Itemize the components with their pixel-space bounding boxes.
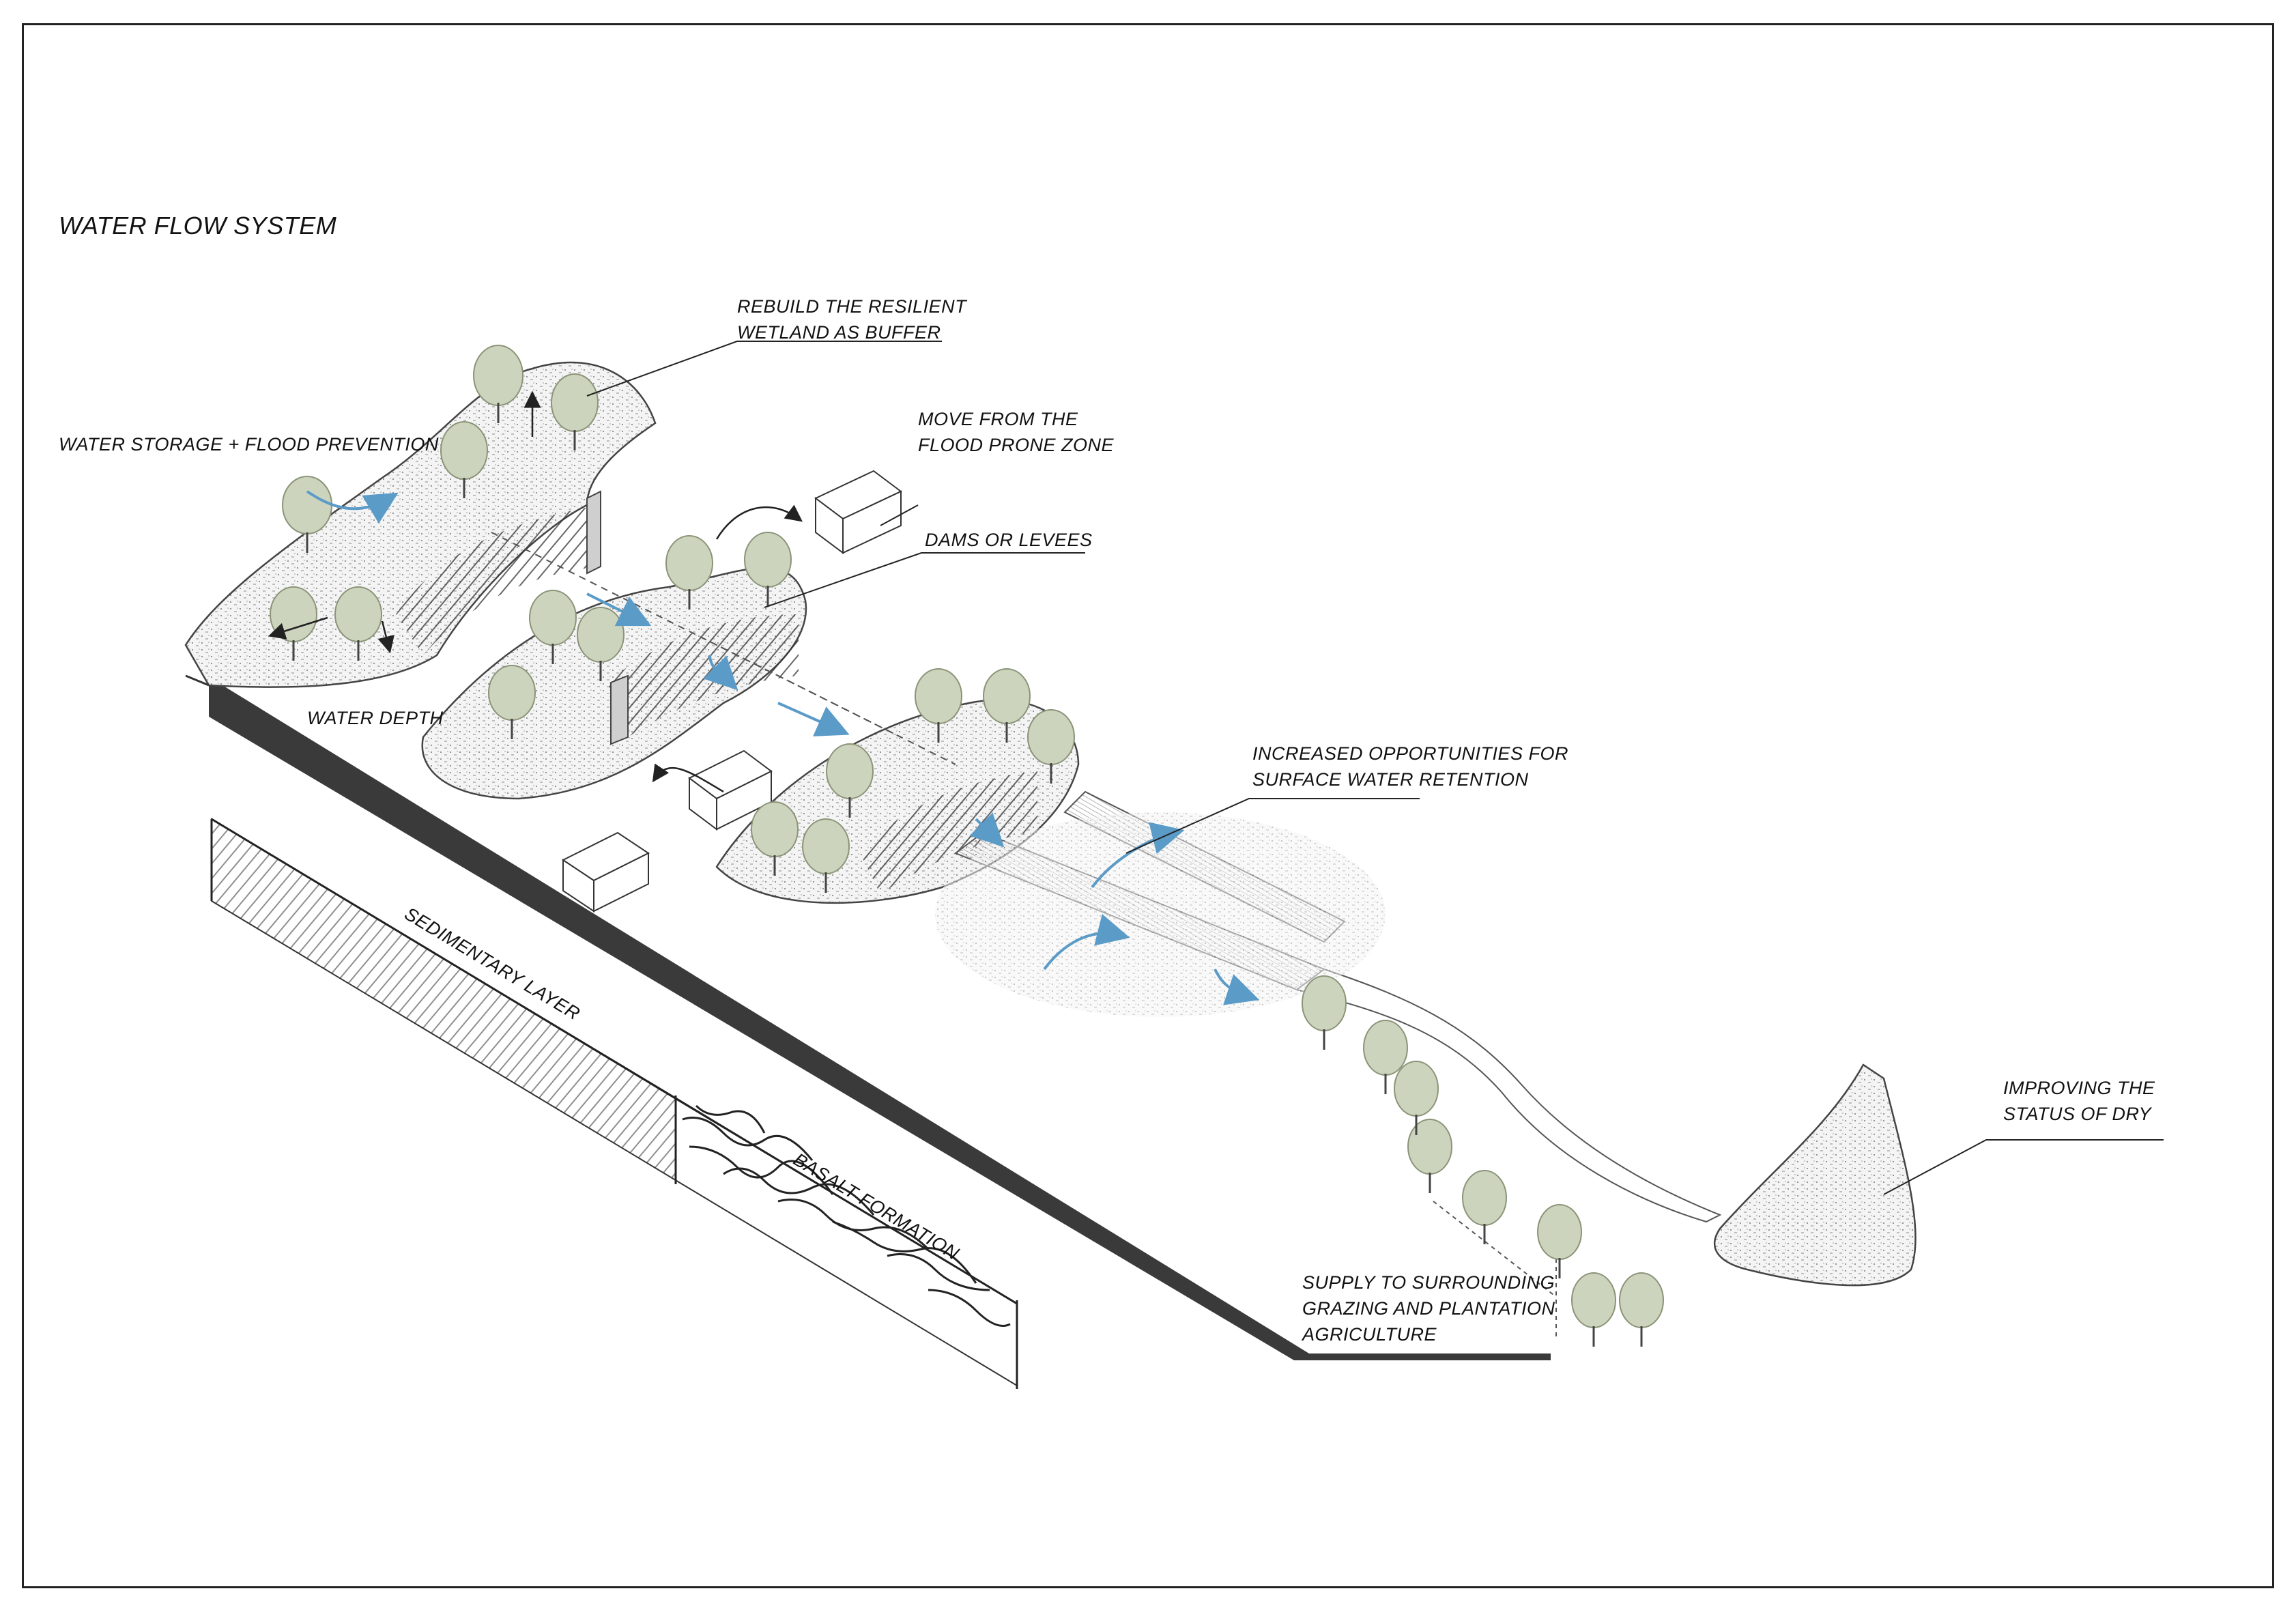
label-line: IMPROVING THE: [2003, 1075, 2155, 1101]
house-upper-right: [816, 471, 901, 553]
label-water-storage: WATER STORAGE + FLOOD PREVENTION: [59, 431, 439, 457]
label-move-flood-zone: MOVE FROM THE FLOOD PRONE ZONE: [918, 406, 1114, 458]
label-line: REBUILD THE RESILIENT: [737, 293, 966, 319]
label-line: MOVE FROM THE: [918, 406, 1114, 432]
label-supply-agriculture: SUPPLY TO SURROUNDING GRAZING AND PLANTA…: [1302, 1270, 1555, 1347]
label-line: AGRICULTURE: [1302, 1321, 1555, 1347]
label-line: SURFACE WATER RETENTION: [1252, 766, 1568, 792]
label-rebuild-wetland: REBUILD THE RESILIENT WETLAND AS BUFFER: [737, 293, 966, 345]
label-surface-retention: INCREASED OPPORTUNITIES FOR SURFACE WATE…: [1252, 741, 1568, 792]
house-lower: [563, 833, 648, 911]
label-line: GRAZING AND PLANTATION: [1302, 1295, 1555, 1321]
basalt-contours: [683, 1106, 1010, 1326]
label-line: FLOOD PRONE ZONE: [918, 432, 1114, 458]
label-line: STATUS OF DRY: [2003, 1101, 2155, 1127]
diagram-title: WATER FLOW SYSTEM: [59, 213, 336, 239]
label-line: WETLAND AS BUFFER: [737, 319, 966, 345]
label-line: INCREASED OPPORTUNITIES FOR: [1252, 741, 1568, 766]
label-dams-levees: DAMS OR LEVEES: [925, 527, 1093, 553]
label-line: SUPPLY TO SURROUNDING: [1302, 1270, 1555, 1295]
label-improving-dry: IMPROVING THE STATUS OF DRY: [2003, 1075, 2155, 1127]
label-water-depth: WATER DEPTH: [307, 705, 444, 731]
